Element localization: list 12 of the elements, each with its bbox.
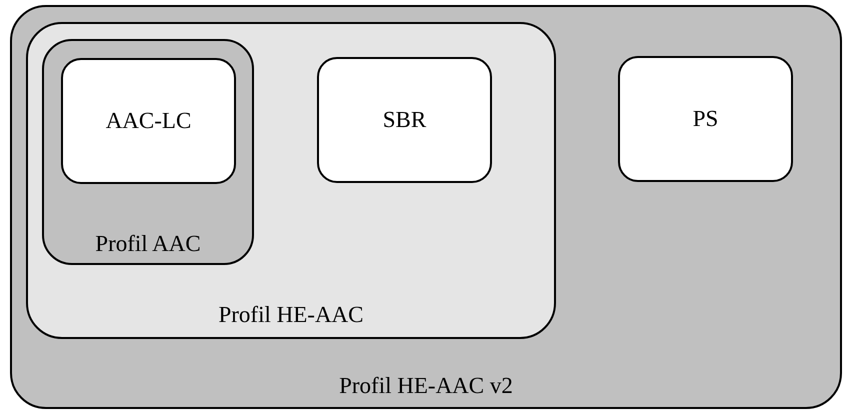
profile-container [10, 5, 842, 409]
module-label: AAC-LC [104, 108, 192, 134]
module-label: SBR [382, 107, 428, 133]
module-box [317, 57, 492, 183]
profile-container [42, 39, 254, 265]
profile-label: Profil HE-AAC v2 [338, 373, 514, 399]
profile-label: Profil HE-AAC [217, 302, 365, 328]
module-box [61, 58, 236, 184]
profile-label: Profil AAC [94, 231, 202, 257]
module-label: PS [692, 106, 720, 132]
profile-container [26, 22, 556, 339]
module-box [618, 56, 793, 182]
